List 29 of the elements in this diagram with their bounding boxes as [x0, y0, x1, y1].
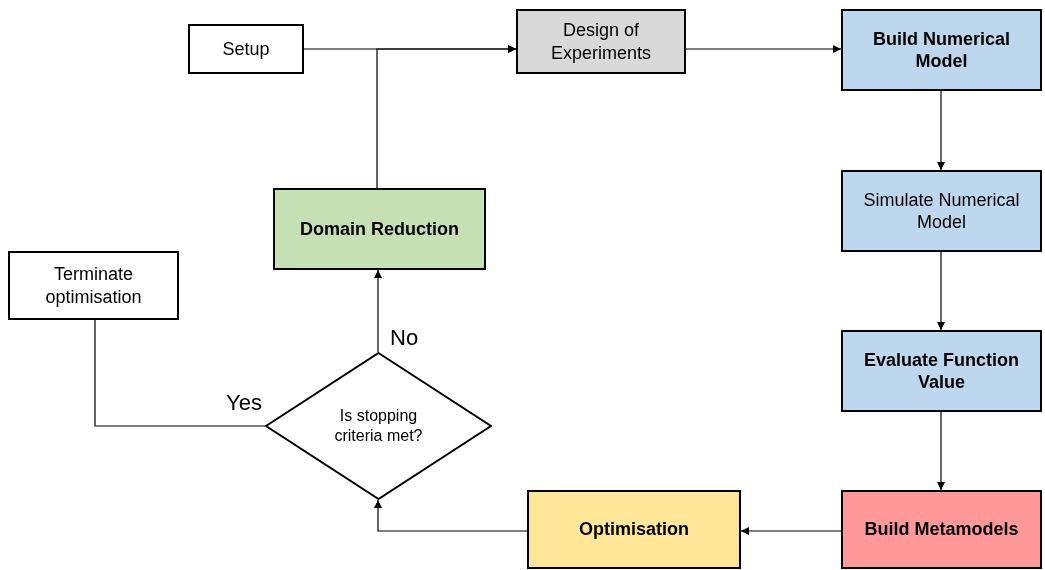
process-box [273, 188, 486, 270]
arrow [937, 90, 945, 171]
node-label: Design of Experiments [549, 19, 652, 64]
node-label: Setup [221, 37, 271, 61]
node-label: Is stopping criteria met? [333, 406, 424, 446]
process-box [841, 9, 1042, 91]
node-label: Domain Reduction [299, 217, 460, 241]
arrow [376, 45, 517, 189]
decision-diamond [265, 352, 492, 500]
node-label: Simulate Numerical Model [862, 188, 1021, 234]
node-label: Optimisation [578, 518, 690, 541]
arrow [740, 527, 842, 535]
node-label: Terminate optimisation [44, 263, 143, 308]
arrow [937, 411, 945, 491]
node-label: Evaluate Function Value [863, 348, 1020, 394]
node-label: Build Metamodels [863, 518, 1020, 541]
process-box [841, 490, 1042, 569]
process-box [841, 170, 1042, 252]
process-box [8, 251, 179, 320]
arrow [374, 499, 528, 532]
process-box [527, 490, 741, 569]
arrow [937, 251, 945, 331]
arrow [374, 269, 382, 353]
process-box [516, 9, 686, 74]
node-label: Build Numerical Model [872, 27, 1011, 73]
connector-line [94, 319, 266, 427]
process-box [841, 330, 1042, 412]
process-box [188, 24, 304, 74]
arrow [685, 45, 842, 53]
